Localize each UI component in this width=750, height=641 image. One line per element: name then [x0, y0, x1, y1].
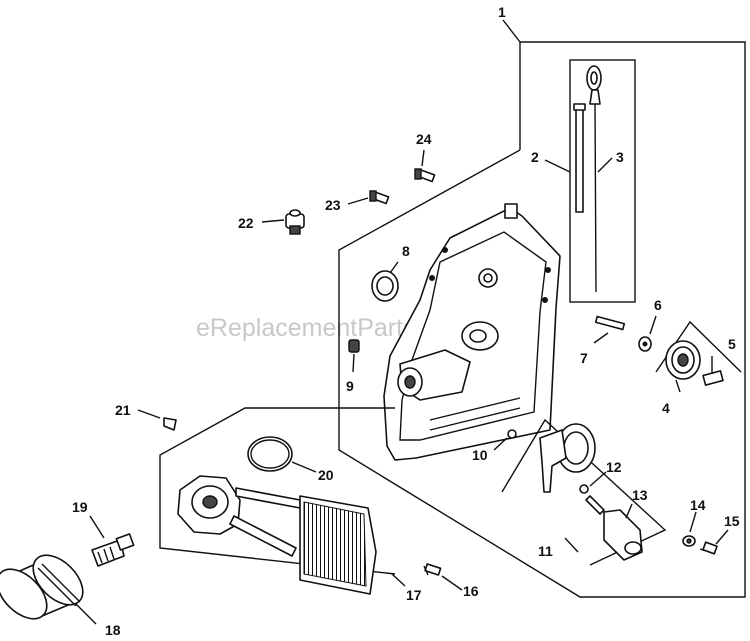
oil-pump-gear	[539, 423, 596, 493]
callout-11: 11	[538, 543, 553, 559]
washer	[638, 336, 652, 352]
leader-12	[589, 471, 607, 487]
leader-1	[502, 19, 521, 43]
callout-9: 9	[346, 378, 354, 394]
gasket-ring	[247, 436, 293, 472]
oil-seal	[371, 270, 399, 302]
callout-12: 12	[606, 459, 622, 475]
filter-nipple	[91, 533, 135, 567]
gear-shaft	[702, 370, 724, 386]
pickup-screen	[603, 509, 643, 561]
oil-cooler	[299, 495, 377, 595]
o-ring-small	[507, 429, 517, 439]
dipstick-box	[569, 59, 636, 303]
leader-13	[625, 503, 633, 519]
screw-24	[414, 168, 436, 183]
callout-7: 7	[580, 350, 588, 366]
callout-3: 3	[616, 149, 624, 165]
group-outline-1	[338, 41, 746, 598]
leader-9	[352, 353, 355, 373]
leader-10	[493, 437, 508, 451]
clip	[163, 417, 177, 431]
callout-13: 13	[632, 487, 648, 503]
callout-6: 6	[654, 297, 662, 313]
callout-20: 20	[318, 467, 334, 483]
callout-17: 17	[406, 587, 422, 603]
leader-19	[89, 515, 105, 539]
leader-11	[564, 537, 579, 553]
leader-14	[689, 511, 697, 533]
crankcase-cover	[383, 203, 561, 461]
oil-filter	[0, 554, 84, 620]
callout-18: 18	[105, 622, 121, 638]
callout-22: 22	[238, 215, 254, 231]
leader-4	[675, 379, 681, 393]
leader-3	[597, 157, 613, 173]
callout-5: 5	[728, 336, 736, 352]
oil-pressure-switch	[285, 209, 305, 235]
washer-small	[682, 535, 696, 547]
pin	[594, 315, 626, 331]
callout-23: 23	[325, 197, 341, 213]
callout-1: 1	[498, 4, 506, 20]
plug	[348, 339, 360, 353]
callout-15: 15	[724, 513, 740, 529]
leader-6	[649, 315, 657, 335]
leader-21	[137, 409, 161, 419]
callout-14: 14	[690, 497, 706, 513]
cooler-hoses	[229, 487, 301, 557]
leader-16	[441, 575, 463, 591]
callout-16: 16	[463, 583, 479, 599]
callout-4: 4	[662, 400, 670, 416]
leader-22	[261, 219, 285, 223]
leader-8	[389, 261, 399, 274]
callout-10: 10	[472, 447, 488, 463]
leader-18	[75, 603, 97, 625]
relief-spring	[585, 495, 605, 515]
callout-2: 2	[531, 149, 539, 165]
oil-cooler-box	[159, 407, 396, 575]
leader-15	[715, 529, 729, 545]
callout-24: 24	[416, 131, 432, 147]
leader-2	[544, 159, 571, 173]
callout-19: 19	[72, 499, 88, 515]
dipstick-tube	[573, 103, 586, 213]
governor-gear	[665, 340, 701, 380]
leader-17	[391, 573, 406, 587]
leader-7	[593, 332, 609, 344]
dipstick	[586, 65, 602, 293]
screw	[423, 563, 442, 576]
screw-23	[369, 190, 390, 205]
leader-24	[421, 149, 425, 167]
screw-small	[699, 541, 718, 555]
filter-adapter	[177, 475, 241, 535]
callout-8: 8	[402, 243, 410, 259]
leader-20	[291, 461, 317, 473]
leader-23	[347, 197, 369, 205]
relief-ball	[579, 484, 589, 494]
callout-21: 21	[115, 402, 131, 418]
